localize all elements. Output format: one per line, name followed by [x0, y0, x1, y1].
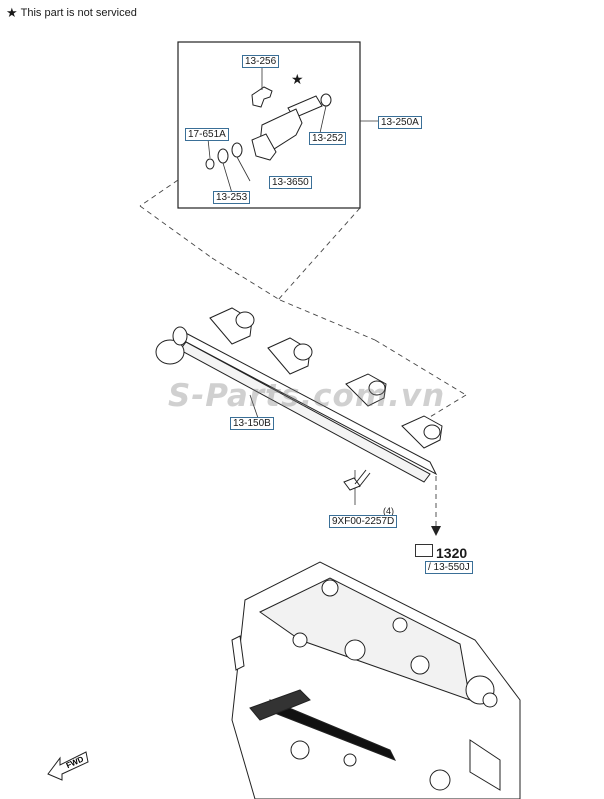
- legend-text: This part is not serviced: [20, 6, 137, 19]
- part-label-13-252[interactable]: 13-252: [309, 132, 347, 145]
- injector-drawing: [205, 86, 332, 170]
- fuel-rail-drawing: [155, 307, 443, 483]
- figure-sub-reference: / 13-550J: [425, 561, 473, 574]
- part-label-17-651A[interactable]: 17-651A: [185, 128, 229, 141]
- injector-detail-frame: [177, 41, 361, 209]
- projection-lines: [139, 179, 467, 530]
- fwd-arrow-icon: FWD: [47, 751, 89, 781]
- star-icon: ★: [6, 5, 18, 20]
- quantity-label: (4): [383, 506, 394, 516]
- part-label-13-256[interactable]: 13-256: [242, 55, 280, 68]
- figure-number: 1320: [415, 544, 467, 561]
- not-serviced-star-icon: ★: [291, 71, 304, 87]
- part-label-13-150B[interactable]: 13-150B: [230, 417, 274, 430]
- page-icon: [415, 544, 433, 557]
- part-label-13-253[interactable]: 13-253: [213, 191, 251, 204]
- part-label-9XF00-2257D[interactable]: 9XF00-2257D: [329, 515, 398, 528]
- engine-drawing: [231, 561, 521, 799]
- leader-lines: [207, 66, 378, 505]
- watermark: S-Parts.com.vn: [168, 378, 446, 414]
- bolt-drawing: [343, 469, 371, 491]
- part-label-13-3650[interactable]: 13-3650: [269, 176, 312, 189]
- figure-reference[interactable]: 1320 / 13-550J: [415, 544, 479, 574]
- part-label-13-250A[interactable]: 13-250A: [378, 116, 422, 129]
- legend-note: ★ This part is not serviced: [6, 6, 137, 19]
